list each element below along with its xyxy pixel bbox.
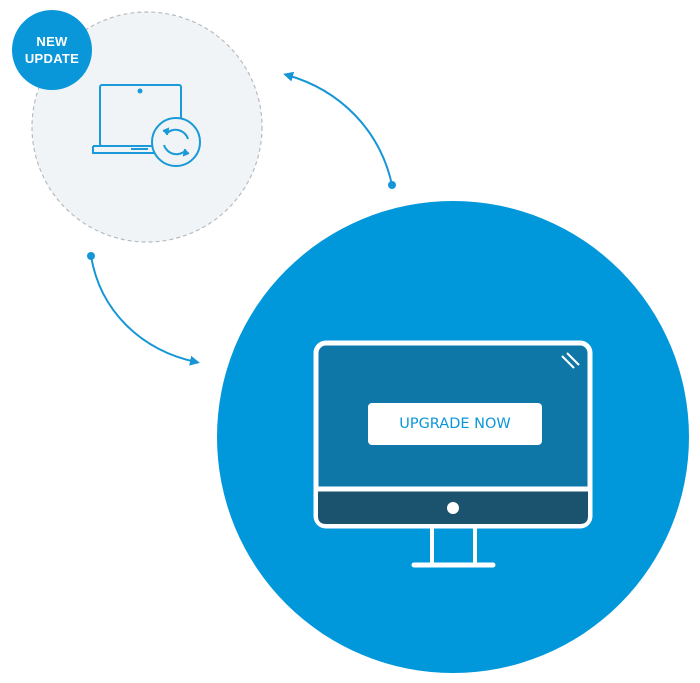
arrow-to-new-device bbox=[90, 255, 200, 366]
new-update-badge: NEW UPDATE bbox=[12, 10, 92, 90]
badge-line-2: UPDATE bbox=[24, 51, 80, 66]
arrow-to-old-device bbox=[283, 71, 393, 186]
laptop-icon bbox=[92, 84, 182, 154]
badge-line-1: NEW bbox=[36, 34, 68, 49]
old-device-circle bbox=[31, 11, 263, 243]
refresh-icon bbox=[151, 117, 201, 167]
upgrade-now-button[interactable]: UPGRADE NOW bbox=[368, 403, 542, 445]
